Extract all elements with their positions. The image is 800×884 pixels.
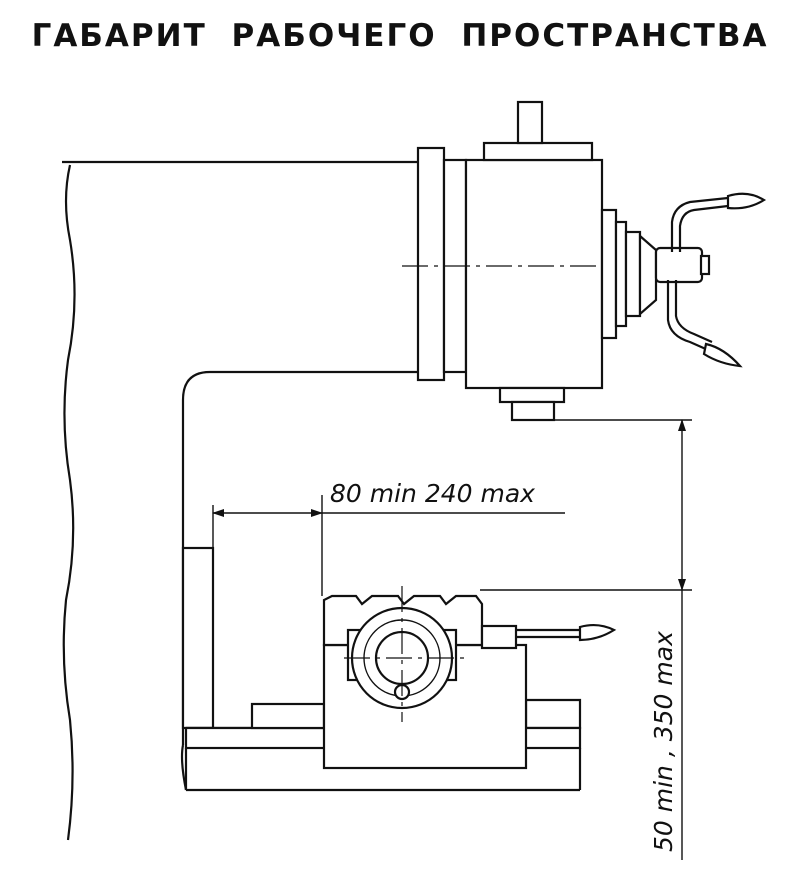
- vertical-dimension: 50 min , 350 max: [480, 419, 692, 860]
- table-block: [250, 702, 326, 730]
- head-housing: [464, 158, 604, 390]
- spindle-tip: [699, 254, 711, 276]
- front-ring-1: [614, 220, 628, 328]
- bottom-cap: [498, 386, 566, 404]
- horizontal-dimension-label: 80 min 240 max: [330, 479, 535, 508]
- upper-handle-lever: [670, 196, 729, 252]
- upper-handle-knob: [726, 192, 767, 210]
- lower-handle-knob: [702, 342, 743, 368]
- horizontal-dimension: 80 min 240 max: [212, 479, 565, 596]
- vertical-dimension-label: 50 min , 350 max: [649, 631, 678, 852]
- top-shaft: [516, 100, 544, 145]
- spindle-head: [402, 100, 767, 422]
- machine-frame: [62, 160, 580, 841]
- dividing-head: [322, 586, 617, 770]
- flange-outer: [416, 146, 446, 382]
- drawing-title: ГАБАРИТ РАБОЧЕГО ПРОСТРАНСТВА: [31, 18, 769, 54]
- front-ring-2: [624, 230, 642, 318]
- handle-boss: [480, 624, 518, 650]
- head-top-cap: [482, 141, 594, 162]
- column-upright: [181, 546, 215, 730]
- bottom-shaft: [510, 400, 556, 422]
- front-cone: [638, 233, 658, 317]
- vise-handle-knob: [578, 623, 617, 642]
- front-plate: [600, 208, 618, 340]
- spindle-nose: [654, 246, 704, 284]
